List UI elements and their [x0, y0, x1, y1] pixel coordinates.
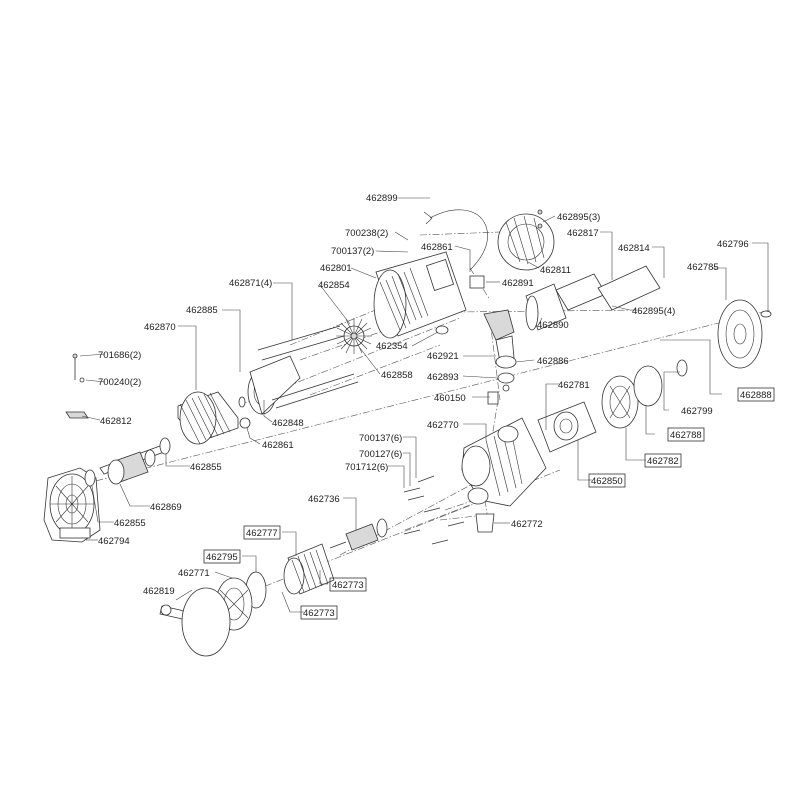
screw-part: [537, 223, 543, 229]
disc-part: [633, 365, 663, 407]
label-462736: 462736: [308, 494, 340, 505]
label-462885: 462885: [186, 305, 218, 316]
label-462871-4: 462871(4): [229, 278, 272, 289]
label-462819: 462819: [143, 586, 175, 597]
clip-part: [487, 391, 499, 405]
label-462861-mid: 462861: [262, 440, 294, 451]
label-462788: 462788: [670, 430, 702, 441]
label-462773-bottom: 462773: [303, 608, 335, 619]
label-462772: 462772: [511, 519, 543, 530]
drain-plug-part: [475, 513, 495, 533]
label-462895-4: 462895(4): [632, 306, 675, 317]
label-462854: 462854: [318, 280, 350, 291]
cable-part: [429, 209, 488, 271]
label-462817: 462817: [567, 228, 599, 239]
screws-upper-left: [72, 353, 85, 383]
gasket-part: [435, 325, 449, 335]
impeller-part: [601, 375, 639, 429]
side-cover-part: [597, 265, 661, 311]
plate-part: [555, 273, 607, 311]
cap-screw-part: [760, 310, 772, 318]
key-tool-part: [159, 587, 231, 657]
end-shield-part: [238, 355, 301, 415]
label-462890: 462890: [537, 320, 569, 331]
part-labels: 462899 462895(3) 700238(2) 462861 462817…: [98, 193, 772, 619]
label-700238-2: 700238(2): [345, 228, 388, 239]
label-462801: 462801: [320, 263, 352, 274]
screw-part: [537, 209, 543, 215]
bracket-part: [65, 411, 89, 419]
terminal-cover-part: [497, 213, 555, 271]
label-462782: 462782: [647, 456, 679, 467]
label-462785: 462785: [687, 262, 719, 273]
pump-housing-part: [461, 417, 547, 507]
bush-part: [239, 417, 251, 429]
long-screws-part: [403, 475, 465, 545]
label-462812: 462812: [100, 416, 132, 427]
label-700127-6: 700127(6): [359, 449, 402, 460]
elbow-fitting-part: [483, 309, 517, 392]
filter-basket-part: [283, 543, 335, 595]
label-462858: 462858: [381, 370, 413, 381]
shaft-seal-part: [329, 518, 388, 551]
ring-part: [676, 359, 688, 377]
label-462771: 462771: [178, 568, 210, 579]
bearing-part: [84, 469, 96, 487]
label-boxes: [203, 387, 775, 620]
label-462886: 462886: [537, 356, 569, 367]
label-462921: 462921: [427, 351, 459, 362]
label-462893: 462893: [427, 372, 459, 383]
rotor-shaft-part: [99, 445, 165, 485]
label-700137-2: 700137(2): [331, 246, 374, 257]
label-701686-2: 701686(2): [98, 350, 141, 361]
label-462770: 462770: [427, 420, 459, 431]
label-462861-top: 462861: [421, 242, 453, 253]
label-701712-6: 701712(6): [345, 462, 388, 473]
end-flange-part: [43, 467, 101, 543]
label-462814: 462814: [618, 243, 650, 254]
label-462848: 462848: [272, 418, 304, 429]
label-462895-3: 462895(3): [557, 212, 600, 223]
label-700240-2: 700240(2): [98, 377, 141, 388]
label-462869: 462869: [150, 502, 182, 513]
label-462354: 462354: [376, 341, 408, 352]
tie-rods-part: [257, 325, 359, 409]
diffuser-part: [537, 401, 597, 453]
label-462899: 462899: [366, 193, 398, 204]
label-462870: 462870: [144, 322, 176, 333]
capacitor-part: [525, 283, 567, 331]
leader-lines: [79, 197, 769, 613]
label-462796: 462796: [717, 239, 749, 250]
label-700137-6: 700137(6): [359, 433, 402, 444]
front-cover-part: [717, 299, 763, 369]
fan-part: [336, 318, 372, 354]
label-462794: 462794: [98, 536, 130, 547]
bearing-part: [159, 437, 171, 455]
label-462811: 462811: [540, 265, 571, 276]
motor-housing-part: [373, 251, 467, 339]
label-462850: 462850: [591, 476, 623, 487]
parts: [43, 209, 772, 657]
label-462781: 462781: [558, 380, 590, 391]
label-462773-right: 462773: [332, 580, 364, 591]
label-462888: 462888: [740, 390, 772, 401]
label-462799: 462799: [681, 406, 713, 417]
terminal-block-part: [469, 275, 485, 289]
label-462891: 462891: [502, 278, 534, 289]
label-462855-bottom: 462855: [114, 518, 146, 529]
label-460150: 460150: [434, 393, 466, 404]
label-462777: 462777: [246, 528, 278, 539]
label-462855-top: 462855: [190, 462, 222, 473]
stator-part: [177, 391, 239, 445]
label-462795: 462795: [206, 552, 238, 563]
